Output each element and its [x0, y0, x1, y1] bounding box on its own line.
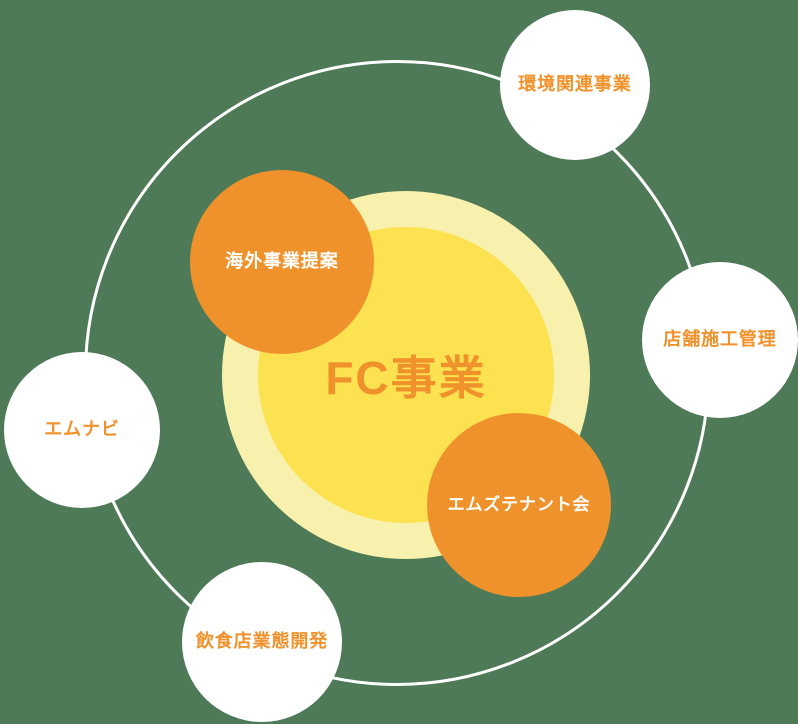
- node-label: 飲食店業態開発: [195, 631, 329, 652]
- node-store-construction-management: 店舗施工管理: [642, 262, 798, 418]
- node-ms-tenant-association: エムズテナント会: [427, 413, 611, 597]
- node-overseas-business-proposal: 海外事業提案: [190, 170, 374, 354]
- node-restaurant-format-development: 飲食店業態開発: [182, 562, 342, 722]
- node-m-navi: エムナビ: [4, 352, 160, 508]
- node-label: 海外事業提案: [225, 251, 339, 272]
- center-node-label: FC事業: [325, 352, 487, 404]
- node-label: 店舗施工管理: [663, 329, 777, 350]
- node-environment-related-business: 環境関連事業: [500, 10, 650, 160]
- node-label: エムナビ: [44, 419, 120, 440]
- node-label: 環境関連事業: [518, 74, 632, 95]
- node-label: エムズテナント会: [447, 494, 591, 514]
